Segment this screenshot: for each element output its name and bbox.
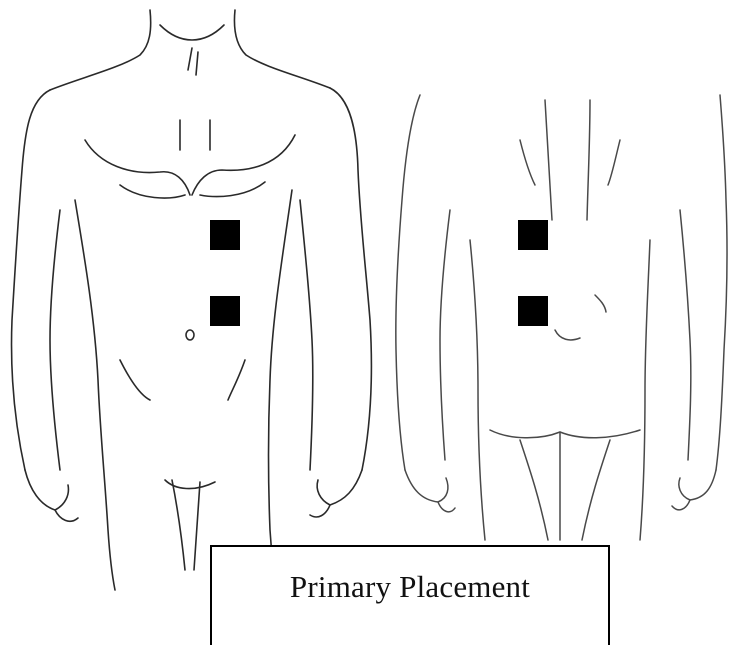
electrode-front-lower <box>210 296 240 326</box>
back-view-figure <box>396 95 727 540</box>
electrode-back-upper <box>518 220 548 250</box>
electrode-front-upper <box>210 220 240 250</box>
caption-box: Primary Placement <box>210 545 610 645</box>
electrode-back-lower <box>518 296 548 326</box>
caption-label: Primary Placement <box>290 569 530 605</box>
front-view-figure <box>12 10 372 590</box>
